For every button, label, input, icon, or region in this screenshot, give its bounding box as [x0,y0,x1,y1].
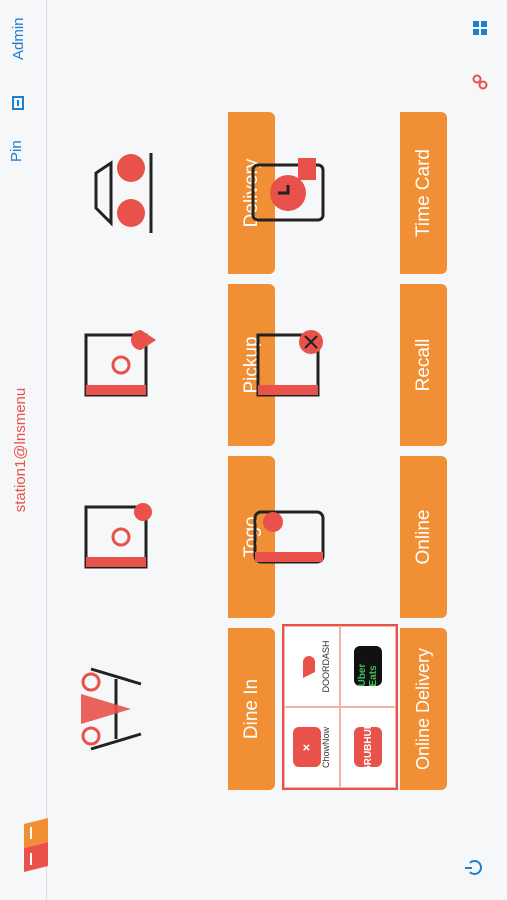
online-delivery-label: Online Delivery [400,628,447,790]
station-label: station1@lnsmenu [12,387,29,513]
tile-recall[interactable]: Recall [222,284,447,446]
recall-icon [222,284,354,446]
tile-online-delivery[interactable]: ✕ ChowNow DOORDASH GRUBHUB Uber Eats Onl… [222,624,447,790]
tile-delivery[interactable]: Delivery [50,112,275,274]
top-bar: station1@lnsmenu Pin Admin [0,0,488,900]
partner-chownow: ✕ ChowNow [284,707,340,788]
admin-button[interactable]: Admin [10,17,27,60]
link-icon[interactable] [470,72,490,92]
delivery-partners-grid: ✕ ChowNow DOORDASH GRUBHUB Uber Eats [282,624,398,790]
partner-grubhub: GRUBHUB [340,707,396,788]
grubhub-logo: GRUBHUB [354,722,382,773]
delivery-icon [50,112,182,274]
tile-time-card[interactable]: Time Card [222,112,447,274]
grid-menu-icon[interactable] [470,18,490,38]
tile-dine-in[interactable]: Dine In [50,628,275,790]
pickup-icon [50,284,182,446]
recall-label: Recall [400,284,447,446]
tile-online[interactable]: A Online [222,456,447,618]
tile-togo[interactable]: Togo [50,456,275,618]
power-icon[interactable] [460,854,488,882]
time-card-icon [222,112,354,274]
lnsmenu-logo [2,818,54,874]
tile-pickup[interactable]: Pickup [50,284,275,446]
ubereats-logo: Uber Eats [354,646,382,687]
togo-icon [50,456,182,618]
doordash-logo [293,646,321,687]
online-label: Online [400,456,447,618]
time-card-label: Time Card [400,112,447,274]
refresh-icon[interactable] [8,93,28,113]
partner-ubereats: Uber Eats [340,626,396,707]
pin-button[interactable]: Pin [8,140,25,162]
partner-doordash: DOORDASH [284,626,340,707]
chownow-logo: ✕ [293,727,321,768]
online-icon [222,456,354,618]
dine-in-icon [50,628,182,790]
